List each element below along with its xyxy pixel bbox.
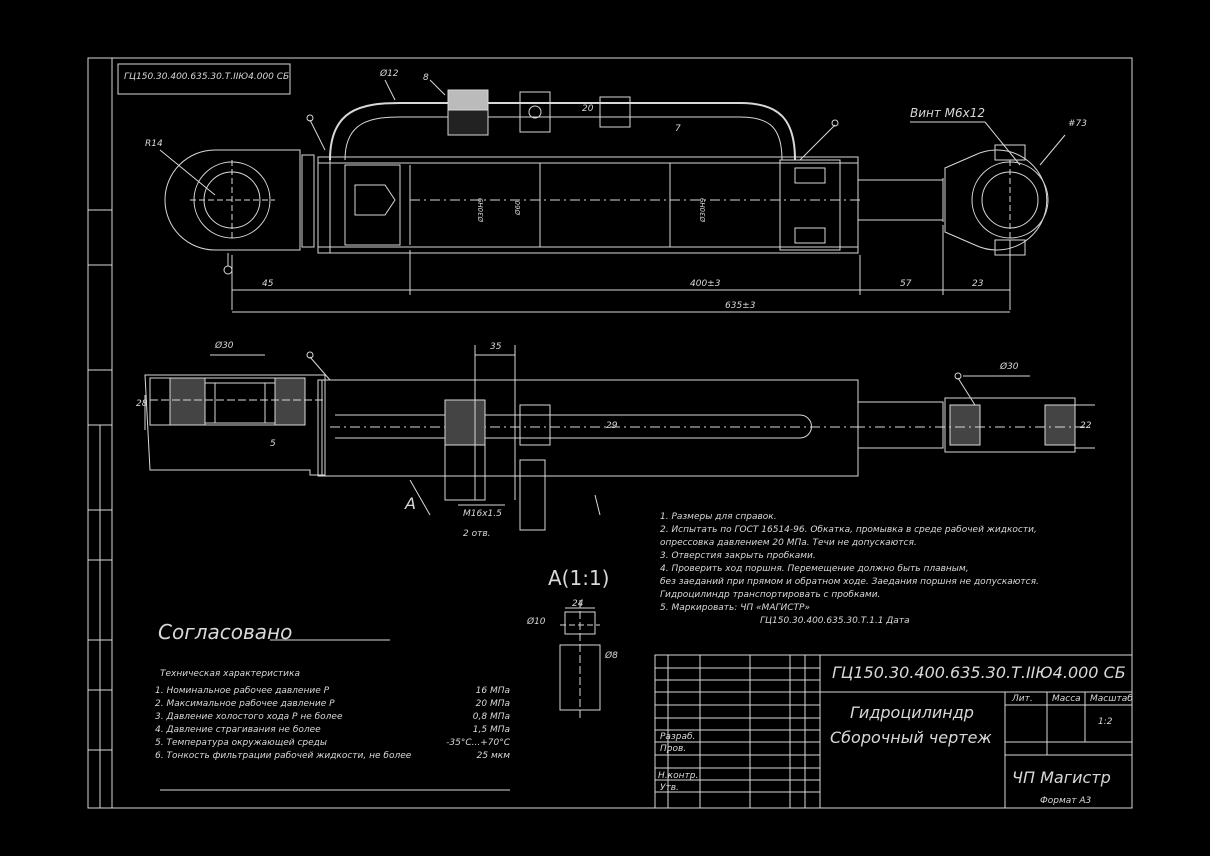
stamp-text: ГЦ150.30.400.635.30.Т.IIЮ4.000 СБ — [124, 72, 290, 82]
dim-57: 57 — [900, 279, 912, 289]
label-ports: 2 отв. — [463, 529, 491, 539]
note-line: 3. Отверстия закрыть пробками. — [660, 551, 816, 561]
agreed-label: Согласовано — [158, 620, 293, 644]
title-row-label: Утв. — [660, 783, 679, 793]
dim-7: 7 — [675, 124, 681, 134]
label-r14: R14 — [145, 139, 163, 149]
stamp-box — [117, 63, 291, 95]
note-line: ГЦ150.30.400.635.30.Т.1.1 Дата — [760, 616, 910, 626]
note-line: 4. Проверить ход поршня. Перемещение дол… — [660, 564, 969, 574]
detail-d8: Ø8 — [605, 651, 618, 661]
label-screws: Винт М6х12 — [910, 106, 986, 120]
specs-block: Техническая характеристика 1. Номинально… — [155, 670, 510, 765]
label-thread: М16х1.5 — [463, 509, 502, 519]
dim-5: 5 — [270, 439, 276, 449]
dim-overall: 635±3 — [725, 301, 756, 311]
title-block — [654, 654, 1133, 809]
bottom-view-cylinder — [144, 345, 1095, 531]
title-designation: ГЦ150.30.400.635.30.Т.IIЮ4.000 СБ — [832, 663, 1126, 682]
spec-row: 6. Тонкость фильтрации рабочей жидкости,… — [155, 751, 510, 761]
note-line: без заеданий при прямом и обратном ходе.… — [660, 577, 1039, 587]
title-name-1: Гидроцилиндр — [850, 703, 974, 722]
top-view-cylinder — [159, 79, 1066, 313]
dim-stroke: 400±3 — [690, 279, 721, 289]
label-d-bore: Ø60 — [514, 200, 522, 215]
title-header-lit: Лит. — [1012, 694, 1033, 704]
title-name-2: Сборочный чертеж — [830, 728, 992, 747]
title-header-mass: Масса — [1052, 694, 1081, 704]
label-d-piston: Ø30Н9 — [699, 197, 707, 222]
title-format: Формат A3 — [1040, 796, 1092, 806]
dim-23: 23 — [972, 279, 984, 289]
dim-8: 8 — [423, 73, 429, 83]
note-line: опрессовка давлением 20 МПа. Течи не доп… — [660, 538, 917, 548]
dim-28: 28 — [136, 399, 148, 409]
notes-block: 1. Размеры для справок. 2. Испытать по Г… — [660, 513, 1130, 626]
label-view-a: А — [405, 494, 416, 513]
title-header-scale: Масштаб — [1090, 694, 1133, 704]
title-row-label: Разраб. — [660, 732, 696, 742]
dim-29: 29 — [606, 421, 618, 431]
detail-d10: Ø10 — [527, 617, 546, 627]
dim-45: 45 — [262, 279, 274, 289]
note-line: 1. Размеры для справок. — [660, 512, 777, 522]
title-scale: 1:2 — [1098, 717, 1113, 727]
title-row-label: Пров. — [660, 744, 687, 754]
note-line: 5. Маркировать: ЧП «МАГИСТР» — [660, 603, 810, 613]
label-d-rod: Ø30Н9 — [477, 197, 485, 222]
label-pos-73: #73 — [1068, 119, 1087, 129]
dim-22: 22 — [1080, 421, 1092, 431]
detail-24: 24 — [572, 599, 584, 609]
specs-title: Техническая характеристика — [160, 669, 300, 679]
inner-frame — [111, 57, 1133, 809]
title-org: ЧП Магистр — [1012, 768, 1111, 787]
dim-d30-right: Ø30 — [1000, 362, 1019, 372]
detail-title: А(1:1) — [548, 566, 610, 590]
dim-d12: Ø12 — [380, 69, 399, 79]
detail-a — [559, 600, 601, 720]
note-line: 2. Испытать по ГОСТ 16514-96. Обкатка, п… — [660, 525, 1037, 535]
title-row-label: Н.контр. — [658, 771, 699, 781]
dim-d30-left: Ø30 — [215, 341, 234, 351]
spec-row: 5. Температура окружающей среды-35°С...+… — [155, 738, 510, 748]
note-line: Гидроцилиндр транспортировать с пробками… — [660, 590, 881, 600]
dim-20: 20 — [582, 104, 594, 114]
dim-35: 35 — [490, 342, 502, 352]
